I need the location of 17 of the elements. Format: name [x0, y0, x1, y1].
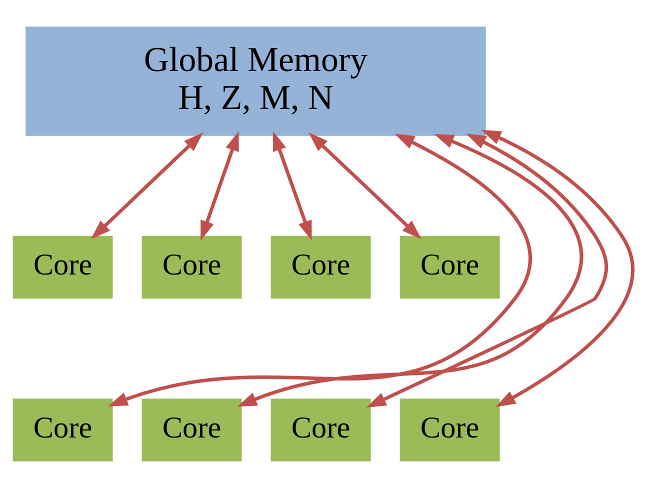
- arrow: [200, 131, 239, 241]
- arrow: [481, 130, 634, 408]
- node-box: Core: [270, 398, 371, 462]
- node-box: Core: [270, 236, 371, 299]
- arrow: [308, 132, 422, 240]
- arrow: [272, 131, 312, 241]
- arrow: [108, 134, 532, 406]
- node-box: Global Memory H, Z, M, N: [26, 26, 486, 136]
- node-box: Core: [400, 236, 500, 299]
- arrow: [366, 134, 608, 408]
- node-box: Core: [12, 398, 113, 462]
- arrow: [90, 132, 204, 240]
- node-box: Core: [400, 398, 500, 462]
- arrow: [237, 134, 583, 407]
- node-box: Core: [12, 236, 113, 299]
- node-box: Core: [142, 398, 242, 462]
- node-box: Core: [142, 236, 242, 299]
